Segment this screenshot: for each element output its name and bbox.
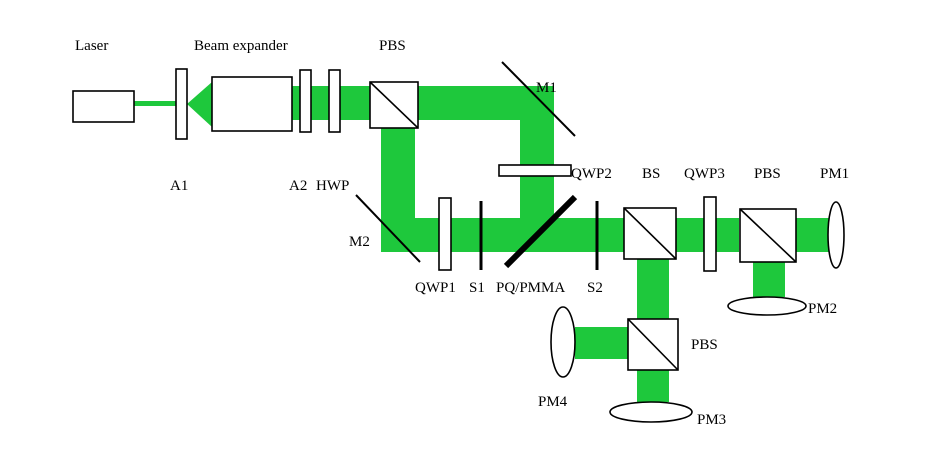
beam-pbs-right-down-to-pm2: [753, 262, 785, 297]
pbs-bottom-cube: [627, 318, 679, 371]
pq-pmma-film: [503, 194, 578, 269]
label-hwp: HWP: [316, 178, 349, 194]
beam-laser-to-a1: [134, 101, 176, 106]
label-s1: S1: [469, 280, 485, 296]
quarter-wave-plate-3: [703, 196, 717, 272]
label-bs: BS: [642, 166, 660, 182]
label-a1: A1: [170, 178, 188, 194]
label-m1: M1: [536, 80, 557, 96]
label-pm4: PM4: [538, 394, 568, 410]
aperture-a2: [299, 69, 312, 133]
label-beam-expander: Beam expander: [194, 38, 288, 54]
beam-splitter-cube: [623, 207, 677, 260]
beam-pbs-bottom-to-pm4: [575, 327, 628, 359]
aperture-a1: [175, 68, 188, 140]
beam-m2-to-pbs-right: [381, 218, 739, 252]
label-pm2: PM2: [808, 301, 837, 317]
label-m2: M2: [349, 234, 370, 250]
pbs-right-cube: [739, 208, 797, 263]
label-pbs-top: PBS: [379, 38, 406, 54]
beam-m1-down: [520, 86, 554, 236]
half-wave-plate: [328, 69, 341, 133]
beam-diverging-cone: [187, 82, 212, 127]
quarter-wave-plate-1: [438, 197, 452, 271]
mirror-m2: [355, 194, 421, 263]
beam-pbs-right-to-pm1: [796, 218, 829, 252]
laser-box: [72, 90, 135, 123]
beam-expander-body: [211, 76, 293, 132]
label-pbs-bottom: PBS: [691, 337, 718, 353]
label-pm3: PM3: [697, 412, 726, 428]
label-qwp2: QWP2: [571, 166, 612, 182]
label-pq-pmma: PQ/PMMA: [496, 280, 565, 296]
quarter-wave-plate-2: [498, 164, 572, 177]
power-meter-pm1: [827, 201, 845, 269]
power-meter-pm2: [727, 296, 807, 316]
mirror-m1: [501, 61, 576, 137]
component-labels: Laser Beam expander PBS M1 A1 A2 HWP QWP…: [75, 38, 849, 428]
label-s2: S2: [587, 280, 603, 296]
label-a2: A2: [289, 178, 307, 194]
power-meter-pm3: [609, 401, 693, 423]
label-qwp3: QWP3: [684, 166, 725, 182]
power-meter-pm4: [550, 306, 576, 378]
label-laser: Laser: [75, 38, 108, 54]
label-pbs-right: PBS: [754, 166, 781, 182]
label-qwp1: QWP1: [415, 280, 456, 296]
pbs-top-cube: [369, 81, 419, 129]
label-pm1: PM1: [820, 166, 849, 182]
